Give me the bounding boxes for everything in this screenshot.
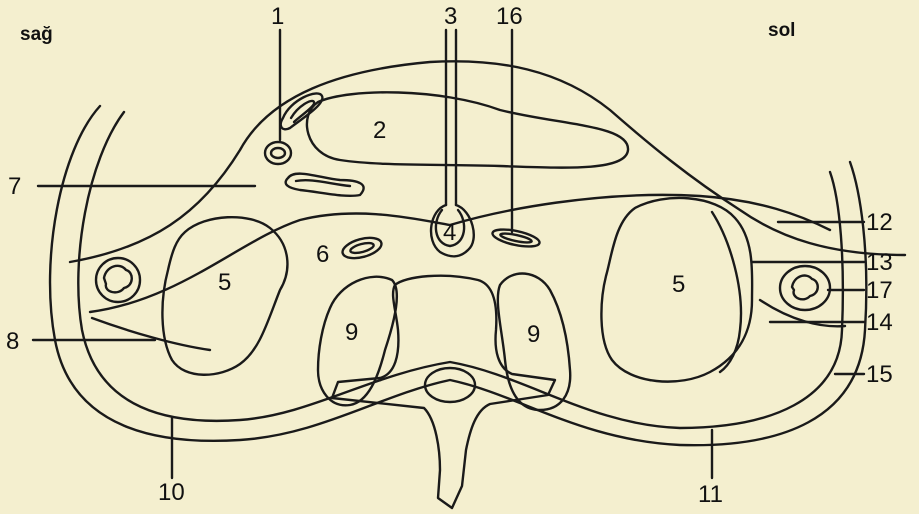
ring-right xyxy=(96,258,140,302)
label-16: 16 xyxy=(496,3,523,30)
organ-2 xyxy=(307,92,628,167)
label-13: 13 xyxy=(866,249,893,276)
corner-label-left: sol xyxy=(768,20,795,41)
dorsal-contour xyxy=(70,61,905,262)
label-14: 14 xyxy=(866,309,893,336)
vertebra xyxy=(332,276,555,508)
label-2: 2 xyxy=(373,117,386,144)
structure-3-tube xyxy=(446,30,456,205)
vessel-upper-left xyxy=(281,93,323,129)
label-10: 10 xyxy=(158,479,185,506)
label-17: 17 xyxy=(866,277,893,304)
vessel-16 xyxy=(491,226,541,250)
vessel-6 xyxy=(340,234,383,262)
label-5-left: 5 xyxy=(672,271,685,298)
vessel-lower xyxy=(286,174,364,196)
ring-17 xyxy=(780,266,830,310)
structure-1 xyxy=(265,142,291,164)
corner-label-right: sağ xyxy=(20,24,53,45)
body-wall-inner xyxy=(78,112,843,428)
lateral-line-right xyxy=(92,318,210,350)
label-8: 8 xyxy=(6,328,19,355)
label-9-right: 9 xyxy=(345,319,358,346)
label-6: 6 xyxy=(316,241,329,268)
label-5-right: 5 xyxy=(218,269,231,296)
label-7: 7 xyxy=(8,173,21,200)
label-9-left: 9 xyxy=(527,321,540,348)
label-12: 12 xyxy=(866,209,893,236)
label-1: 1 xyxy=(271,3,284,30)
label-4: 4 xyxy=(443,219,456,246)
label-11: 11 xyxy=(698,481,723,508)
label-3: 3 xyxy=(444,3,457,30)
label-15: 15 xyxy=(866,361,893,388)
